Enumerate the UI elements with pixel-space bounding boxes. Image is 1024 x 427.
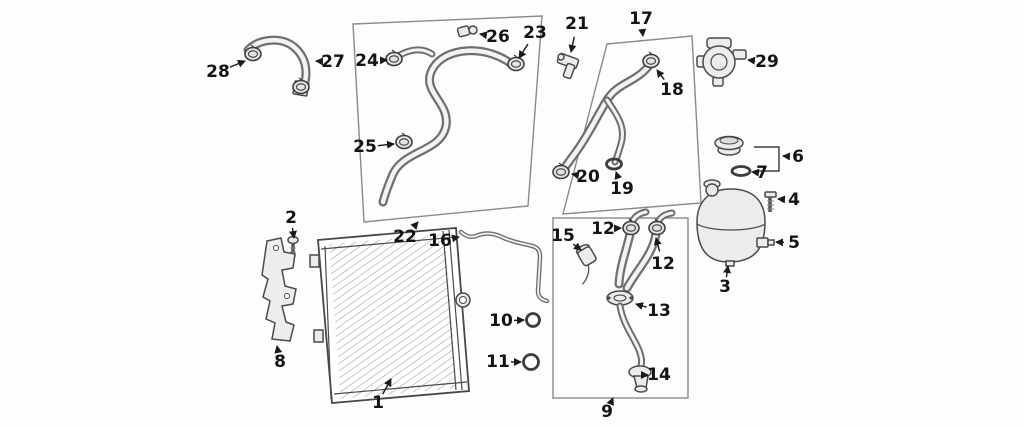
callout-label-13-13: 13: [647, 301, 671, 321]
callout-arrow-9-8: [606, 397, 614, 407]
callout-label-1-0: 1: [372, 393, 384, 413]
callout-label-12-11: 12: [591, 219, 615, 239]
oring-10: [525, 312, 541, 328]
callout-arrow-13-13: [635, 302, 647, 310]
callout-label-20-20: 20: [576, 167, 600, 187]
callout-label-18-18: 18: [660, 80, 684, 100]
callout-label-2-1: 2: [285, 208, 297, 228]
callout-arrow-12-12: [653, 237, 662, 252]
clamp-25: [395, 132, 413, 150]
callout-label-15-15: 15: [551, 226, 575, 246]
callout-label-8-7: 8: [274, 352, 286, 372]
clamp-12a: [622, 218, 640, 236]
callout-arrow-25-25: [377, 140, 395, 149]
callout-label-21-21: 21: [565, 14, 589, 34]
callout-label-14-14: 14: [647, 365, 671, 385]
callout-label-4-3: 4: [788, 190, 800, 210]
callout-label-16-16: 16: [428, 231, 452, 251]
callout-arrow-16-16: [451, 234, 460, 243]
callout-label-29-29: 29: [755, 52, 779, 72]
callout-label-7-6: 7: [756, 163, 768, 183]
callout-label-23-23: 23: [523, 23, 547, 43]
ring-19: [605, 157, 623, 171]
expansion-tank-3-illustration: [696, 179, 766, 267]
sensor-15-illustration: [575, 243, 597, 285]
callout-label-12-12: 12: [651, 254, 675, 274]
upper-hose-illustration: [243, 35, 311, 97]
callout-arrow-26-26: [479, 31, 488, 40]
pipe-16-illustration: [458, 229, 550, 304]
hose-assembly-22-illustration: [378, 25, 525, 207]
callout-label-10-9: 10: [489, 311, 513, 331]
callout-arrow-15-15: [572, 242, 582, 251]
callout-arrow-28-28: [229, 59, 246, 68]
bolt-4-illustration: [764, 191, 777, 212]
callout-label-22-22: 22: [393, 227, 417, 247]
callout-arrow-3-2: [723, 265, 731, 278]
cap-6-illustration: [714, 135, 780, 177]
callout-label-28-28: 28: [206, 62, 230, 82]
part-29-pump-illustration: [696, 37, 747, 87]
callout-label-3-2: 3: [719, 277, 731, 297]
callout-arrow-22-22: [410, 221, 419, 230]
callout-label-11-10: 11: [486, 352, 510, 372]
callout-arrow-20-20: [571, 171, 580, 180]
callout-arrow-1-0: [382, 378, 392, 395]
callout-label-24-24: 24: [355, 51, 379, 71]
clamp-23: [507, 54, 525, 72]
oring-11: [522, 353, 540, 371]
hose-assembly-17-illustration: [552, 51, 660, 180]
callout-label-5-4: 5: [788, 233, 800, 253]
callout-layer: 1234567891011121213141516171819202122232…: [206, 9, 804, 422]
radiator-illustration: [309, 227, 471, 404]
callout-label-19-19: 19: [610, 179, 634, 199]
callout-arrow-29-29: [747, 56, 756, 65]
callout-arrow-19-19: [614, 171, 623, 180]
callout-arrow-2-1: [289, 227, 297, 239]
callout-arrow-18-18: [656, 69, 665, 81]
callout-label-27-27: 27: [321, 52, 345, 72]
part-21-connector-illustration: [556, 52, 580, 80]
part-26-valve-illustration: [456, 25, 478, 38]
bracket-8-illustration: [261, 237, 297, 342]
callout-label-26-26: 26: [486, 27, 510, 47]
seal-7: [730, 165, 752, 177]
group-box-22: [352, 15, 543, 223]
callout-arrow-8-7: [274, 345, 283, 354]
group-box-9: [552, 217, 689, 399]
clamp-18: [642, 51, 660, 69]
callout-label-9-8: 9: [601, 402, 613, 422]
bracket-6: [754, 146, 780, 172]
callout-label-17-17: 17: [629, 9, 653, 29]
callout-arrow-21-21: [568, 36, 577, 53]
callout-label-25-25: 25: [353, 137, 377, 157]
callout-arrow-23-23: [518, 43, 529, 59]
callout-label-6-5: 6: [792, 147, 804, 167]
plug-5-illustration: [756, 237, 775, 248]
